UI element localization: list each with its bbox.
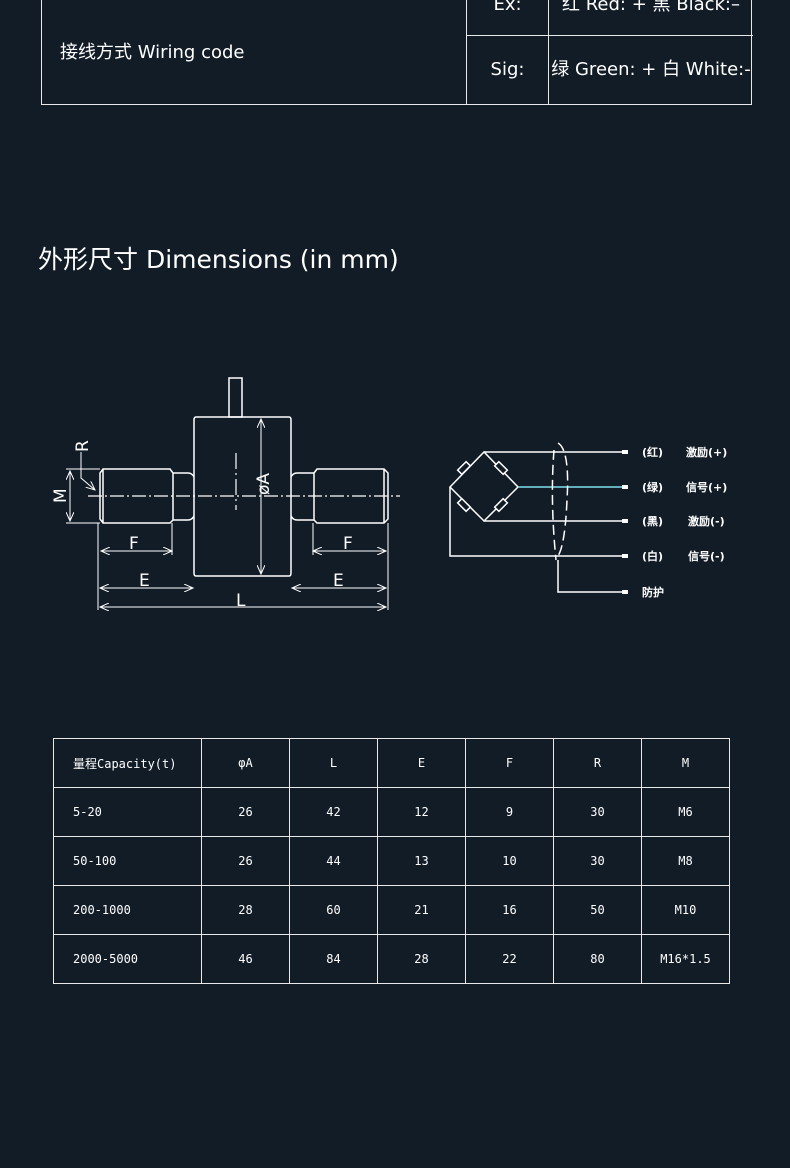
cell: 13 xyxy=(377,836,466,886)
cell: 28 xyxy=(377,934,466,984)
cell: 12 xyxy=(377,787,466,837)
wire-function-signal-plus: 信号(+) xyxy=(686,480,727,494)
cell: 10 xyxy=(465,836,554,886)
load-cell-outline xyxy=(88,377,400,577)
wire-function-signal-minus: 信号(-) xyxy=(688,549,725,563)
wiring-code-label: 接线方式 Wiring code xyxy=(42,0,467,104)
cell: 5-20 xyxy=(53,787,202,837)
cell: 30 xyxy=(553,836,642,886)
label-e-right: E xyxy=(333,571,344,591)
cell: 26 xyxy=(201,836,290,886)
cell: 28 xyxy=(201,885,290,935)
label-a: øA xyxy=(254,473,274,495)
header-capacity: 量程Capacity(t) xyxy=(53,738,202,788)
cell: M8 xyxy=(641,836,730,886)
wire-color-black: (黑) xyxy=(642,515,663,528)
wire-color-green: (绿) xyxy=(642,480,663,494)
label-l: L xyxy=(236,591,246,611)
cell: 16 xyxy=(465,885,554,935)
label-m: M xyxy=(51,488,71,503)
cell: 26 xyxy=(201,787,290,837)
header-l: L xyxy=(289,738,378,788)
bridge-circuit xyxy=(448,442,628,594)
wire-function-excitation-plus: 激励(+) xyxy=(686,445,727,459)
cell: M16*1.5 xyxy=(641,934,730,984)
dimension-drawing: R M F F E E L øA (红) 激励(+) (绿) 信号(+) (黑)… xyxy=(51,377,727,611)
cell: 84 xyxy=(289,934,378,984)
cell: 9 xyxy=(465,787,554,837)
wire-color-white: (白) xyxy=(642,549,663,563)
label-f-right: F xyxy=(343,534,353,554)
header-a: φA xyxy=(201,738,290,788)
dimension-lines xyxy=(66,419,389,610)
wiring-code-table: 接线方式 Wiring code Ex: 红 Red: + 黑 Black:– … xyxy=(41,0,753,105)
label-f-left: F xyxy=(129,534,139,554)
cell: 200-1000 xyxy=(53,885,202,935)
header-f: F xyxy=(465,738,554,788)
shield-label: 防护 xyxy=(642,585,664,599)
wire-function-excitation-minus: 激励(-) xyxy=(688,514,725,528)
cell: 46 xyxy=(201,934,290,984)
cell: 42 xyxy=(289,787,378,837)
signal-key: Sig: xyxy=(467,36,549,104)
signal-value: 绿 Green: + 白 White:- xyxy=(551,59,751,80)
header-e: E xyxy=(377,738,466,788)
cell: 80 xyxy=(553,934,642,984)
cell: 21 xyxy=(377,885,466,935)
excitation-key: Ex: xyxy=(467,0,549,36)
label-e-left: E xyxy=(139,571,150,591)
cell: 2000-5000 xyxy=(53,934,202,984)
cell: M10 xyxy=(641,885,730,935)
cell: 44 xyxy=(289,836,378,886)
dimensions-title: 外形尺寸 Dimensions (in mm) xyxy=(38,245,399,274)
header-r: R xyxy=(553,738,642,788)
excitation-value: 红 Red: + 黑 Black:– xyxy=(549,0,753,36)
cell: 50 xyxy=(553,885,642,935)
wire-color-red: (红) xyxy=(642,445,663,459)
label-r: R xyxy=(73,440,93,452)
cell: 50-100 xyxy=(53,836,202,886)
cell: 22 xyxy=(465,934,554,984)
cell: M6 xyxy=(641,787,730,837)
table-header-row: 量程Capacity(t) φA L E F R M xyxy=(53,738,730,788)
cell: 30 xyxy=(553,787,642,837)
cell: 60 xyxy=(289,885,378,935)
header-m: M xyxy=(641,738,730,788)
